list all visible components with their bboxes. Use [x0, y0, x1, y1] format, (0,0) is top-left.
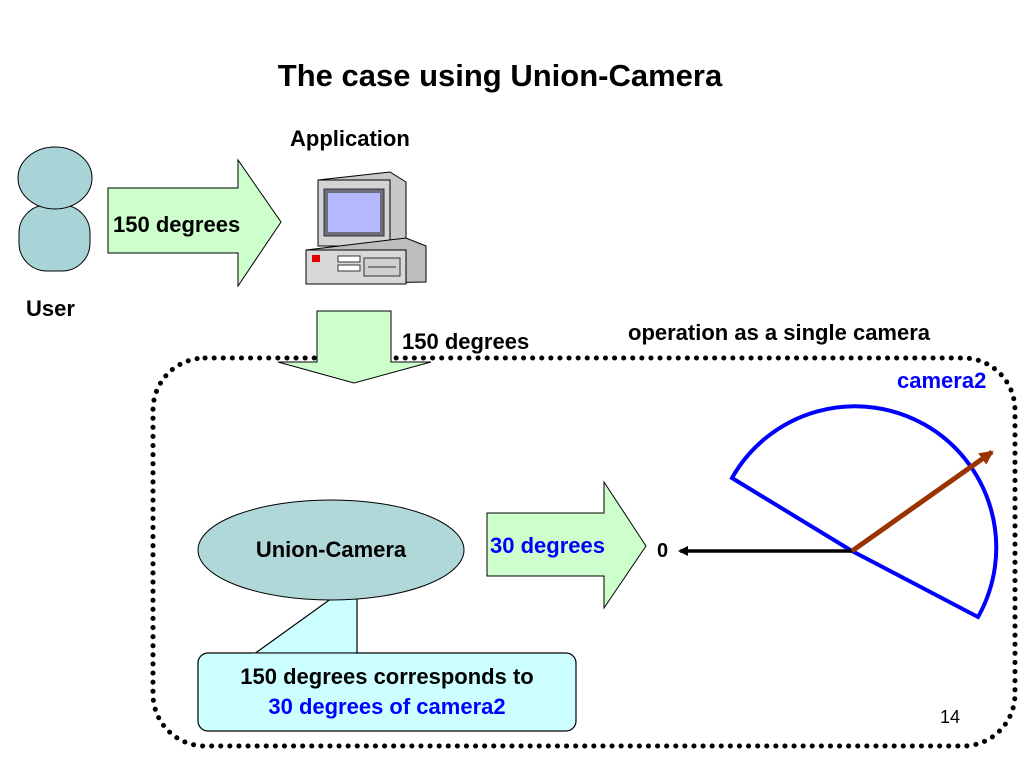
origin-label: 0: [657, 540, 669, 562]
arrow-union-to-camera: [486, 480, 647, 610]
slide-title: The case using Union-Camera: [277, 58, 723, 93]
arrow-user-to-app-label: 150 degrees: [113, 212, 241, 237]
camera-direction-arrow: [850, 449, 994, 554]
application-label: Application: [290, 126, 410, 151]
arrow-union-to-camera-label: 30 degrees: [490, 533, 605, 558]
union-camera-label: Union-Camera: [255, 537, 407, 562]
arrow-app-to-union: [277, 310, 432, 384]
camera2-fov-sector: [729, 404, 999, 620]
user-icon: [17, 146, 93, 272]
computer-icon: [305, 171, 427, 285]
user-label: User: [26, 296, 75, 321]
callout-box: [197, 652, 577, 732]
arrow-app-to-union-label: 150 degrees: [402, 329, 530, 354]
system-boundary: [150, 355, 1018, 749]
single-camera-label: operation as a single camera: [628, 320, 931, 345]
page-number: 14: [940, 707, 961, 727]
arrow-user-to-app: [107, 158, 282, 288]
callout-line-2: 30 degrees of camera2: [268, 694, 506, 719]
union-camera-ellipse: [197, 499, 465, 601]
camera2-label: camera2: [897, 368, 987, 393]
callout-line-1: 150 degrees corresponds to: [240, 664, 534, 689]
